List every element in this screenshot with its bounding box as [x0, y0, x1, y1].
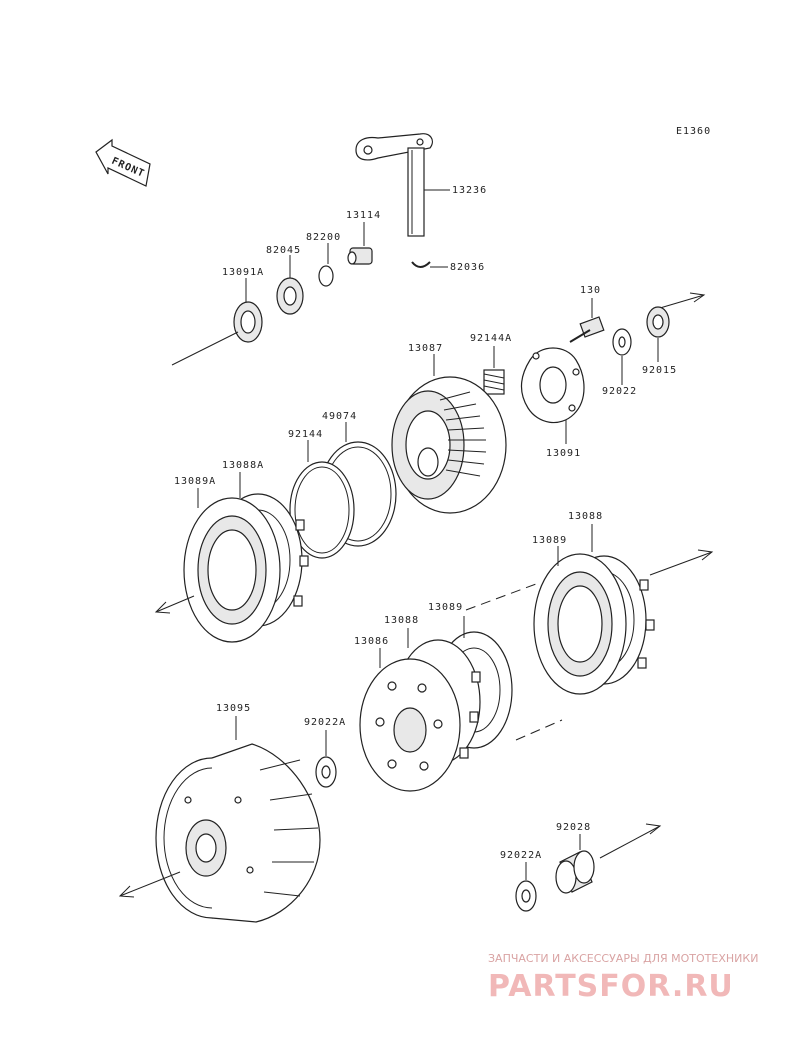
label-13089-mid: 13089 [428, 602, 463, 613]
label-82200: 82200 [306, 232, 341, 243]
label-130: 130 [580, 285, 601, 296]
sleeve-92028 [555, 850, 595, 894]
label-13088A: 13088A [222, 460, 264, 471]
label-92022A-top: 92022A [304, 717, 346, 728]
label-82036: 82036 [450, 262, 485, 273]
pressure-plate-13091 [520, 347, 585, 424]
label-92022: 92022 [602, 386, 637, 397]
friction-plate-13089-right [533, 553, 627, 695]
label-13089A: 13089A [174, 476, 216, 487]
bushing-13114 [347, 247, 373, 265]
watermark-tagline: ЗАПЧАСТИ И АКСЕССУАРЫ ДЛЯ МОТОТЕХНИКИ [488, 952, 758, 965]
dashed-guide-lower [515, 719, 563, 741]
washer-92022A-bottom [515, 880, 537, 912]
label-13088-mid: 13088 [384, 615, 419, 626]
label-92028: 92028 [556, 822, 591, 833]
bearing-82045 [276, 277, 304, 315]
clutch-hub-13087 [391, 376, 507, 514]
label-13088-right: 13088 [568, 511, 603, 522]
spring-92144A [483, 369, 505, 395]
dashed-guide-upper [465, 583, 537, 611]
label-13089-right: 13089 [532, 535, 567, 546]
friction-plate-13089A [183, 497, 281, 643]
circlip-82036 [411, 261, 431, 268]
release-shaft-13236 [355, 133, 433, 237]
ring-82200 [318, 265, 334, 287]
bolt-130 [569, 316, 605, 343]
nut-92015 [646, 306, 670, 338]
label-92022A-bottom: 92022A [500, 850, 542, 861]
label-13236: 13236 [452, 185, 487, 196]
label-82045: 82045 [266, 245, 301, 256]
clutch-housing-13095 [155, 743, 321, 923]
label-92144A: 92144A [470, 333, 512, 344]
label-13091A: 13091A [222, 267, 264, 278]
ring-92144 [289, 461, 355, 559]
label-49074: 49074 [322, 411, 357, 422]
watermark-brand: PARTSFOR.RU [488, 969, 734, 1004]
pressure-plate-13086 [359, 658, 461, 792]
label-13087: 13087 [408, 343, 443, 354]
washer-92022 [612, 328, 632, 356]
seal-13091A [233, 301, 263, 343]
label-92015: 92015 [642, 365, 677, 376]
washer-92022A-top [315, 756, 337, 788]
label-92144: 92144 [288, 429, 323, 440]
diagram-code: E1360 [676, 126, 711, 137]
front-arrow-icon: FRONT [95, 138, 151, 187]
label-13095: 13095 [216, 703, 251, 714]
label-13091: 13091 [546, 448, 581, 459]
label-13086: 13086 [354, 636, 389, 647]
label-13114: 13114 [346, 210, 381, 221]
